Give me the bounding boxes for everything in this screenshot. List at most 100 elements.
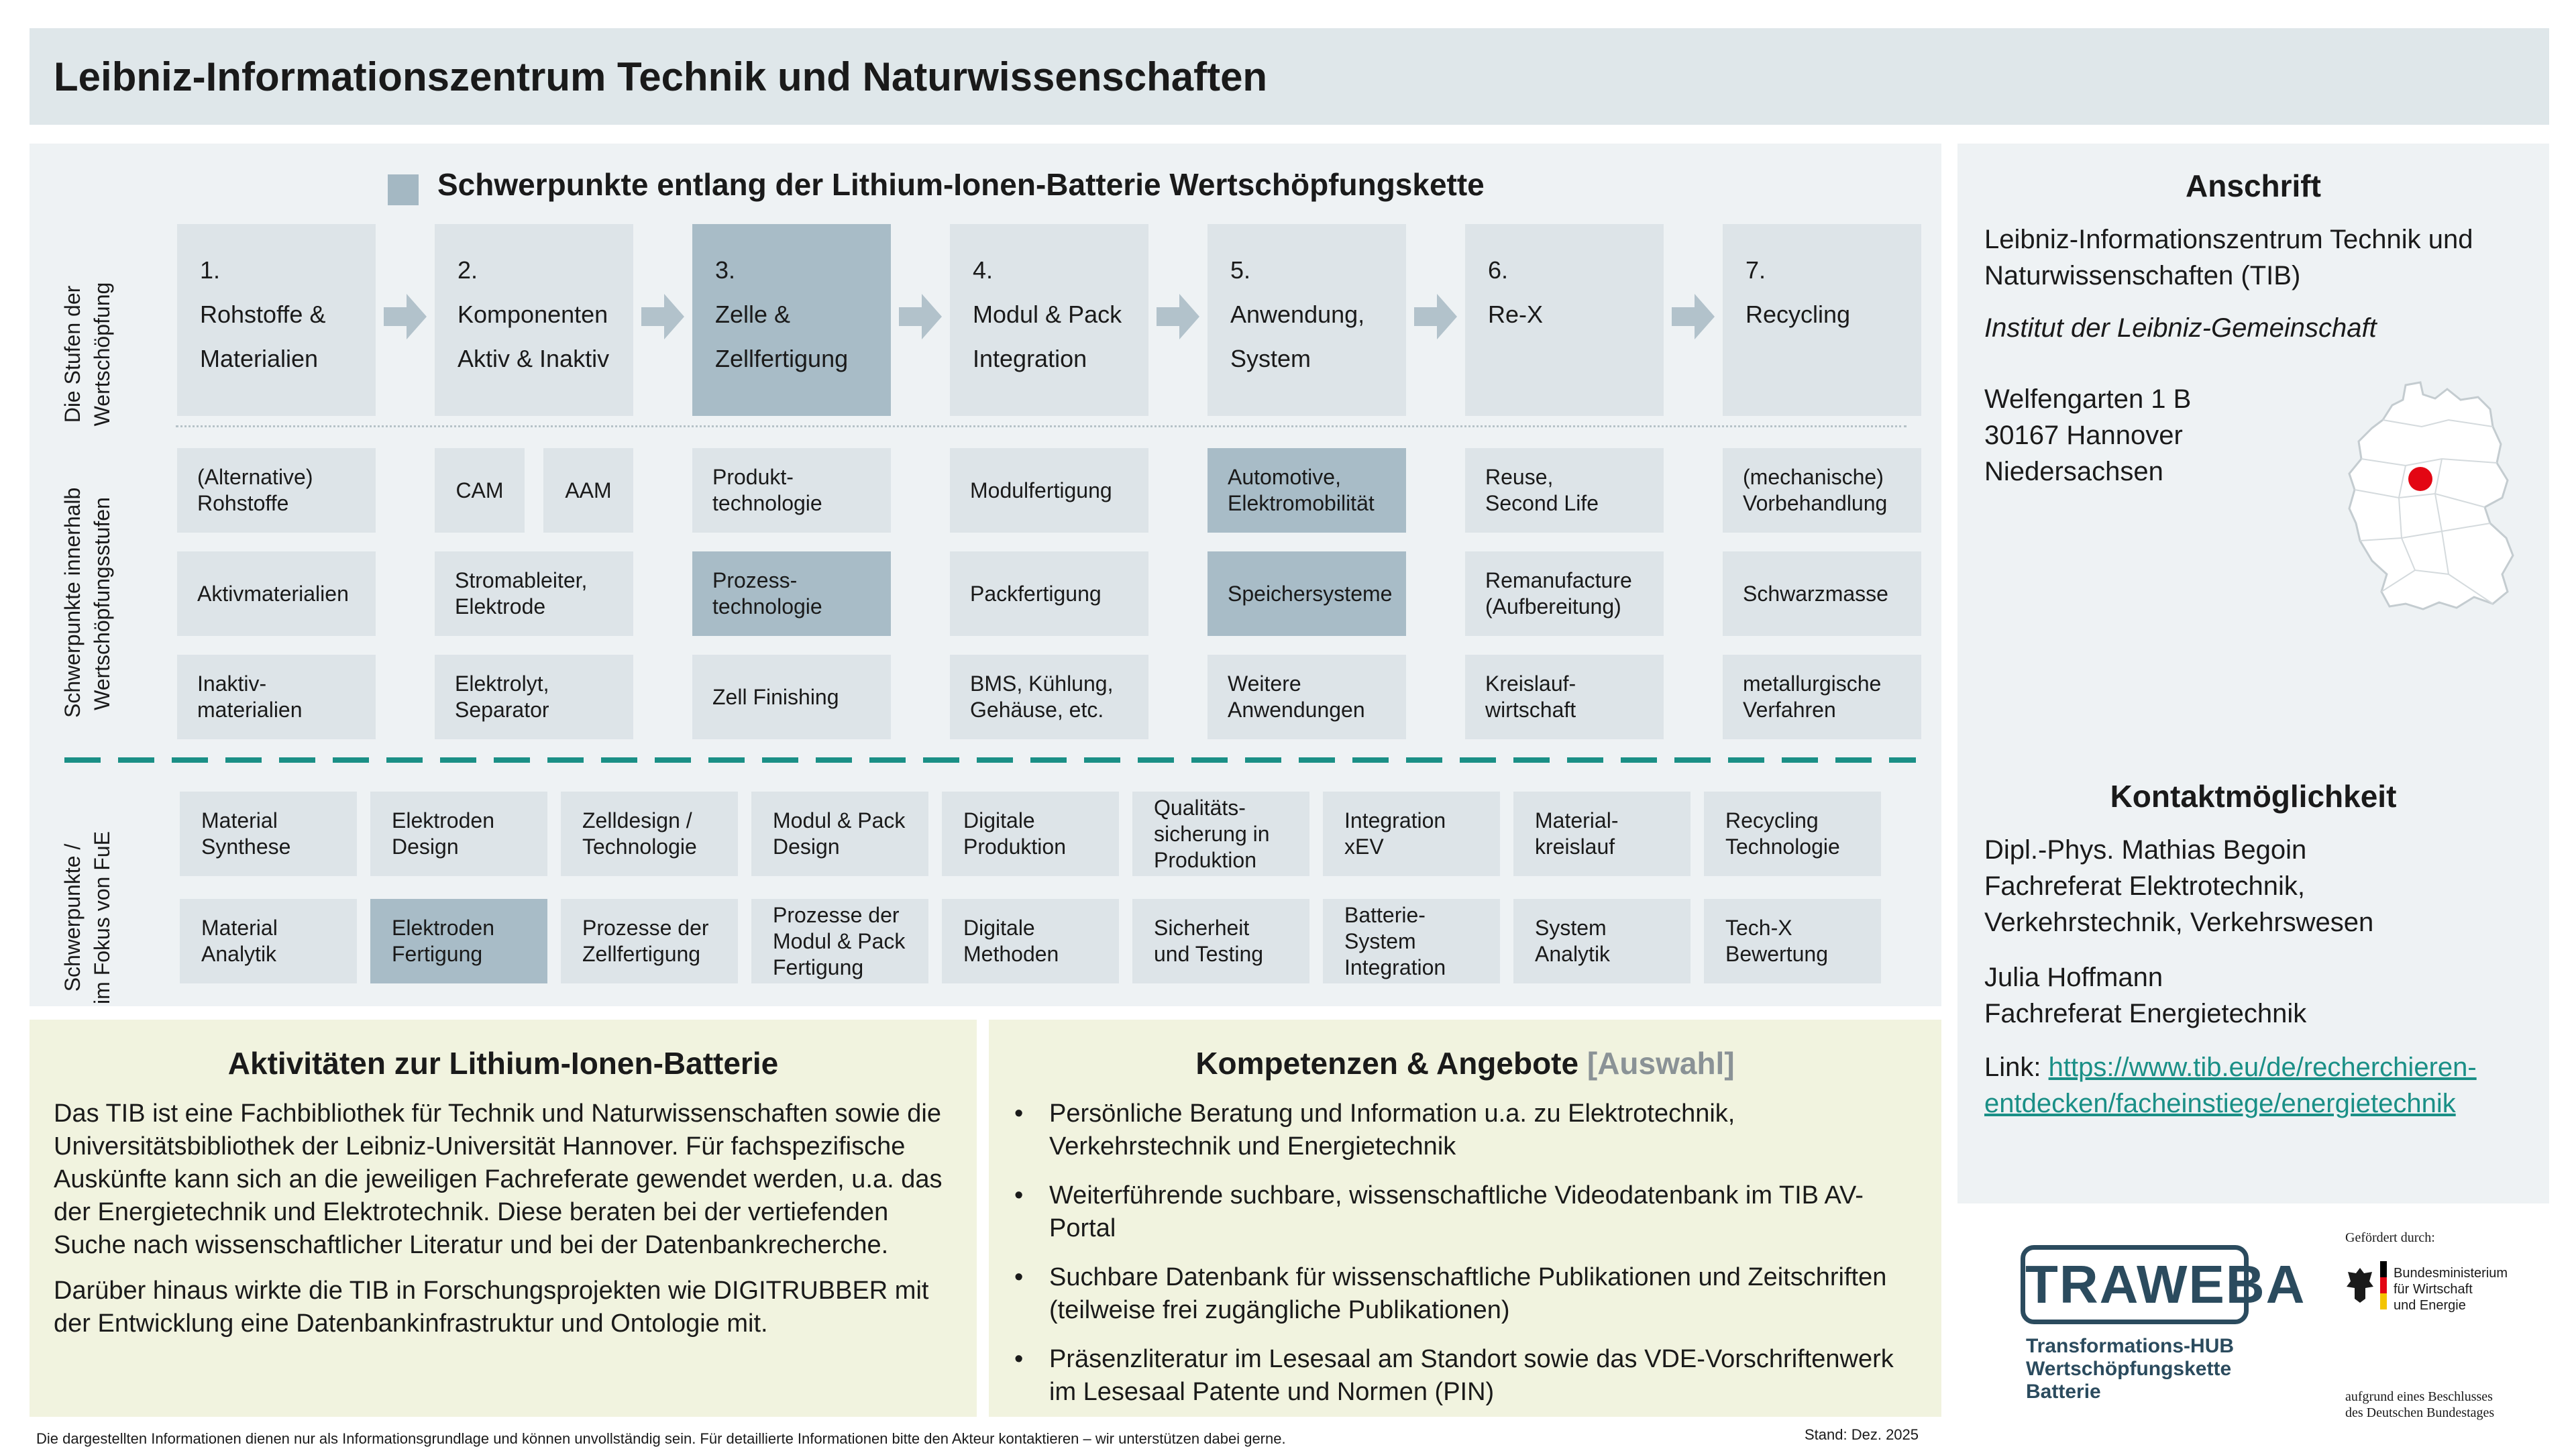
focus-box: Schwarzmasse: [1723, 551, 1921, 636]
address-line: Welfengarten 1 B: [1984, 384, 2192, 414]
stage-box: 7. Recycling: [1723, 224, 1921, 416]
title-square-icon: [388, 174, 419, 205]
tib-link[interactable]: https://www.tib.eu/de/recherchieren-: [2048, 1053, 2477, 1082]
flag-stripe-red: [2380, 1277, 2387, 1293]
activities-paragraph: Darüber hinaus wirkte die TIB in Forschu…: [54, 1277, 929, 1338]
activities-paragraph: Das TIB ist eine Fachbibliothek für Tech…: [54, 1099, 943, 1259]
arrow-right-icon: [1672, 294, 1715, 339]
arrow-right-icon: [384, 294, 427, 339]
fue-box: Prozesse der Zellfertigung: [561, 899, 738, 983]
arrow-right-icon: [1414, 294, 1457, 339]
contact-line: Dipl.-Phys. Mathias Begoin: [1984, 835, 2307, 865]
page-title: Leibniz-Informationszentrum Technik und …: [54, 54, 1268, 99]
institute-label: Institut der Leibniz-Gemeinschaft: [1984, 313, 2377, 343]
traweba-logo-text: TRAWEBA: [2025, 1254, 2306, 1314]
focus-box: Stromableiter, Elektrode: [435, 551, 633, 636]
focus-box: Elektrolyt, Separator: [435, 655, 633, 739]
header-bar: Leibniz-Informationszentrum Technik und …: [30, 28, 2549, 125]
focus-box: Weitere Anwendungen: [1208, 655, 1406, 739]
contact-line: Julia Hoffmann: [1984, 963, 2163, 992]
fue-box: Elektroden Design: [370, 792, 547, 876]
flag-stripe-black: [2380, 1261, 2387, 1277]
focus-box: AAM: [543, 448, 633, 533]
fue-box: Integration xEV: [1323, 792, 1500, 876]
focus-box-highlighted: Speichersysteme: [1208, 551, 1406, 636]
row-label-line: im Fokus von FuE: [90, 831, 114, 1004]
link-label: Link:: [1984, 1053, 2049, 1082]
focus-box: Kreislauf- wirtschaft: [1465, 655, 1664, 739]
focus-box-highlighted: Automotive, Elektromobilität: [1208, 448, 1406, 533]
bmwk-name-line: und Energie: [2394, 1298, 2466, 1313]
list-item: Persönliche Beratung und Information u.a…: [1009, 1097, 1921, 1163]
dotted-divider: [176, 425, 1907, 427]
disclaimer: Die dargestellten Informationen dienen n…: [36, 1430, 1286, 1447]
stage-box: 6. Re-X: [1465, 224, 1664, 416]
tib-link-continued[interactable]: entdecken/facheinstiege/energietechnik: [1984, 1089, 2456, 1118]
fue-box-highlighted: Elektroden Fertigung: [370, 899, 547, 983]
competences-title-text: Kompetenzen & Angebote: [1195, 1046, 1579, 1081]
fue-box: Digitale Methoden: [942, 899, 1119, 983]
arrow-right-icon: [641, 294, 684, 339]
flag-stripe-gold: [2380, 1293, 2387, 1309]
fue-box: System Analytik: [1513, 899, 1690, 983]
fue-box: Digitale Produktion: [942, 792, 1119, 876]
bundestag-note-line: des Deutschen Bundestages: [2345, 1405, 2495, 1420]
focus-box: Inaktiv- materialien: [177, 655, 376, 739]
traweba-subtitle: Transformations-HUB Wertschöpfungskette …: [2026, 1335, 2234, 1403]
row-label-line: Wertschöpfungsstufen: [90, 497, 114, 710]
activities-panel: Aktivitäten zur Lithium-Ionen-Batterie: [30, 1020, 977, 1417]
funding-label: Gefördert durch:: [2345, 1230, 2435, 1245]
institution-name-line: Naturwissenschaften (TIB): [1984, 261, 2301, 290]
link-row: Link: https://www.tib.eu/de/recherchiere…: [1984, 1049, 2477, 1085]
contact-line: Fachreferat Energietechnik: [1984, 999, 2307, 1028]
stage-box-highlighted: 3. Zelle & Zellfertigung: [692, 224, 891, 416]
focus-box: Reuse, Second Life: [1465, 448, 1664, 533]
stand-date: Stand: Dez. 2025: [1805, 1426, 1919, 1443]
fue-box: Zelldesign / Technologie: [561, 792, 738, 876]
competences-title: Kompetenzen & Angebote [Auswahl]: [989, 1045, 1941, 1081]
focus-box: BMS, Kühlung, Gehäuse, etc.: [950, 655, 1148, 739]
focus-box: Zell Finishing: [692, 655, 891, 739]
focus-box: (mechanische) Vorbehandlung: [1723, 448, 1921, 533]
federal-eagle-icon: [2347, 1268, 2373, 1303]
kontakt-title: Kontaktmöglichkeit: [2110, 779, 2397, 814]
institution-name-line: Leibniz-Informationszentrum Technik und: [1984, 225, 2473, 254]
row-label-schwerpunkte: Schwerpunkte innerhalb Wertschöpfungsstu…: [58, 488, 117, 718]
traweba-logo: TRAWEBA: [2021, 1245, 2306, 1324]
focus-box: Produkt- technologie: [692, 448, 891, 533]
anschrift-title: Anschrift: [2186, 168, 2321, 203]
stage-box: 1. Rohstoffe & Materialien: [177, 224, 376, 416]
bmwk-name-line: Bundesministerium: [2394, 1266, 2508, 1281]
fue-box: Modul & Pack Design: [751, 792, 928, 876]
list-item: Präsenzliteratur im Lesesaal am Standort…: [1009, 1343, 1921, 1409]
list-item: Suchbare Datenbank für wissenschaftliche…: [1009, 1261, 1921, 1327]
competences-title-suffix: [Auswahl]: [1587, 1046, 1735, 1081]
fue-box: Material Analytik: [180, 899, 357, 983]
competences-list: Persönliche Beratung und Information u.a…: [1009, 1097, 1921, 1425]
focus-box: CAM: [435, 448, 525, 533]
address-panel: [1957, 144, 2549, 1203]
fue-box: Batterie- System Integration: [1323, 899, 1500, 983]
bmwk-name-line: für Wirtschaft: [2394, 1282, 2473, 1297]
fue-box: Tech-X Bewertung: [1704, 899, 1881, 983]
bundestag-note-line: aufgrund eines Beschlusses: [2345, 1389, 2493, 1404]
traweba-subtitle-line: Wertschöpfungskette: [2026, 1358, 2232, 1380]
activities-title: Aktivitäten zur Lithium-Ionen-Batterie: [227, 1046, 779, 1081]
fue-box: Material Synthese: [180, 792, 357, 876]
address-line: 30167 Hannover: [1984, 421, 2183, 450]
focus-box: (Alternative) Rohstoffe: [177, 448, 376, 533]
fue-box: Prozesse der Modul & Pack Fertigung: [751, 899, 928, 983]
list-item: Weiterführende suchbare, wissenschaftlic…: [1009, 1179, 1921, 1245]
contact-line: Verkehrstechnik, Verkehrswesen: [1984, 908, 2374, 937]
stage-box: 2. Komponenten Aktiv & Inaktiv: [435, 224, 633, 416]
row-label-stufen: Die Stufen der Wertschöpfung: [58, 254, 117, 455]
fue-box: Sicherheit und Testing: [1132, 899, 1309, 983]
fue-box: Material- kreislauf: [1513, 792, 1690, 876]
arrow-right-icon: [899, 294, 942, 339]
traweba-subtitle-line: Batterie: [2026, 1381, 2101, 1403]
fue-box: Recycling Technologie: [1704, 792, 1881, 876]
focus-box: Remanufacture (Aufbereitung): [1465, 551, 1664, 636]
focus-box-highlighted: Prozess- technologie: [692, 551, 891, 636]
value-chain-title: Schwerpunkte entlang der Lithium-Ionen-B…: [437, 167, 1485, 202]
fue-box: Qualitäts- sicherung in Produktion: [1132, 792, 1309, 876]
